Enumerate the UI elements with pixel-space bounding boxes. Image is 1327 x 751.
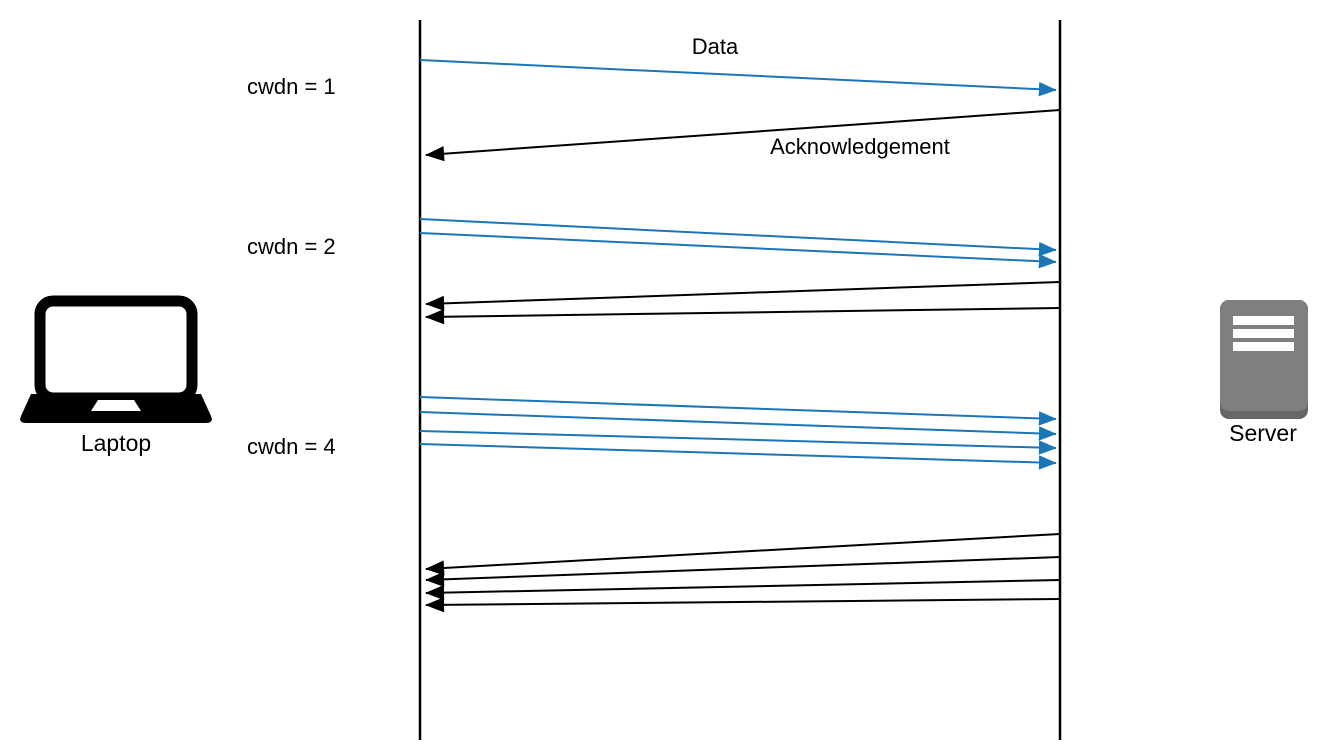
data-arrow: [419, 411, 1057, 441]
cwdn-4-label: cwdn = 4: [247, 434, 336, 459]
ack-arrow: [425, 579, 1061, 601]
cwdn-1-label: cwdn = 1: [247, 74, 336, 99]
cwdn-2-label: cwdn = 2: [247, 234, 336, 259]
server-slot: [1233, 342, 1294, 351]
lifelines: [418, 20, 1062, 740]
data-arrow: [419, 430, 1057, 455]
laptop-icon: [20, 295, 212, 423]
laptop-notch: [91, 400, 141, 411]
server-slot: [1233, 329, 1294, 338]
server-slot: [1233, 316, 1294, 325]
ack-arrow: [425, 533, 1061, 576]
ack-arrow: [425, 307, 1061, 325]
server-body: [1220, 300, 1308, 411]
laptop-label: Laptop: [80, 430, 152, 456]
ack-arrow: [425, 281, 1061, 311]
laptop-node: [20, 294, 212, 426]
data-arrow: [419, 443, 1057, 470]
data-arrow: [419, 232, 1057, 269]
ack-arrow: [425, 109, 1061, 162]
data-arrow: [419, 218, 1057, 257]
data-arrow: [419, 59, 1057, 97]
messages: [419, 59, 1061, 613]
server-icon: [1220, 300, 1308, 419]
data-arrow: [419, 396, 1057, 426]
server-label: Server: [1229, 420, 1297, 446]
server-node: [1220, 300, 1308, 420]
acknowledgement-label: Acknowledgement: [770, 134, 950, 159]
ack-arrow: [425, 597, 1061, 613]
data-label: Data: [691, 34, 739, 59]
ack-arrow: [425, 556, 1061, 587]
